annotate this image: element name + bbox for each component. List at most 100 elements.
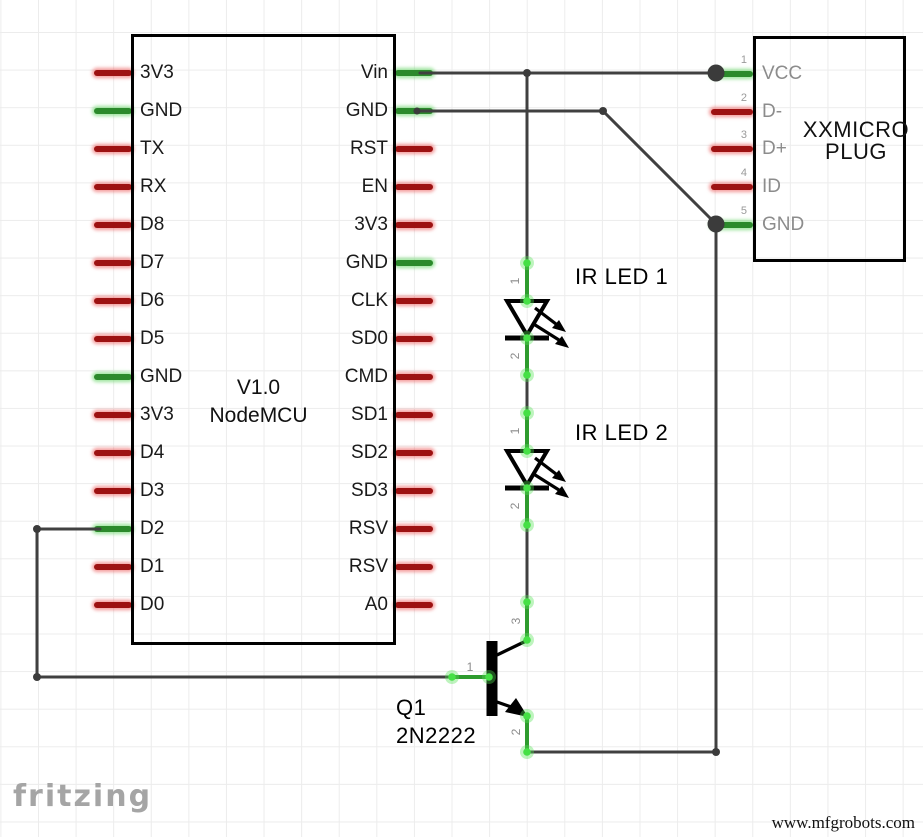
nodemcu-left-pin-d8-5[interactable]: [94, 222, 132, 228]
nodemcu-left-pin-d2-13[interactable]: [94, 526, 132, 532]
nodemcu-left-pin-d1-14[interactable]: [94, 564, 132, 570]
junction-dot-plug-gnd: [707, 215, 725, 233]
wire-gnd-diagonal[interactable]: [601, 109, 718, 226]
led2-arrowhead-1: [552, 470, 566, 482]
endpoint-dot-3: [523, 334, 531, 342]
nodemcu-left-pin-d0-15[interactable]: [94, 602, 132, 608]
plug-pin-label-dminus: D-: [762, 100, 783, 122]
nodemcu-left-pin-label-d3-12: D3: [140, 480, 165, 501]
led2-pin1-number: 1: [508, 427, 522, 434]
bend-dot-vin-drop: [523, 69, 531, 77]
nodemcu-right-pin-sd2-11[interactable]: [395, 450, 433, 456]
transistor-designator: Q1: [396, 695, 427, 720]
nodemcu-right-pin-label-cmd-9: CMD: [344, 366, 388, 387]
endpoint-dot-11: [448, 673, 456, 681]
site-credit: www.mfgrobots.com: [771, 813, 915, 832]
endpoint-dot-12: [485, 673, 493, 681]
led2-pin2-number: 2: [508, 502, 522, 509]
junction-dot-vcc: [707, 64, 725, 82]
nodemcu-left-pin-gnd-2[interactable]: [94, 108, 132, 114]
led2-label[interactable]: IR LED 2: [575, 420, 669, 445]
nodemcu-right-pin-rsv-13[interactable]: [395, 526, 433, 532]
wire-d2-to-base[interactable]: [35, 527, 454, 679]
nodemcu-left-pin-tx-3[interactable]: [94, 146, 132, 152]
nodemcu-right-pin-en-4[interactable]: [395, 184, 433, 190]
nodemcu-right-pin-a0-15[interactable]: [395, 602, 433, 608]
transistor-label[interactable]: Q1 2N2222: [396, 694, 476, 750]
nodemcu-right-pin-vin-1[interactable]: [395, 70, 433, 76]
wire-dots: [33, 64, 725, 756]
nodemcu-right-pin-label-a0-15: A0: [364, 594, 388, 615]
transistor-pin2-number: 2: [509, 728, 523, 735]
bend-dot-emitter: [712, 748, 720, 756]
led1-label[interactable]: IR LED 1: [575, 264, 669, 289]
nodemcu-right-pin-label-rsv-13: RSV: [348, 518, 388, 539]
transistor-emitter-arrowhead: [505, 698, 528, 717]
nodemcu-left-pin-3v3-1[interactable]: [94, 70, 132, 76]
plug-pin-id[interactable]: [711, 184, 753, 191]
plug-pin-number-vcc: 1: [740, 54, 747, 66]
plug-pin-label-gnd: GND: [762, 213, 805, 235]
nodemcu-right-pin-sd0-8[interactable]: [395, 336, 433, 342]
plug-pin-number-gnd: 5: [740, 204, 747, 217]
plug-pin-vcc[interactable]: [711, 71, 753, 77]
nodemcu-left-pin-d5-8[interactable]: [94, 336, 132, 342]
endpoint-dot-1: [523, 259, 531, 267]
nodemcu-right-pin-rsv-14[interactable]: [395, 564, 433, 570]
nodemcu-right-pin-rst-3[interactable]: [395, 146, 433, 152]
nodemcu-right-pin-3v3-5[interactable]: [395, 222, 433, 228]
led1-pin1-number: 1: [508, 277, 522, 284]
nodemcu-left-pin-rx-4[interactable]: [94, 184, 132, 190]
nodemcu-left-pin-d6-7[interactable]: [94, 298, 132, 304]
nodemcu-right-pin-label-sd2-11: SD2: [351, 442, 388, 463]
plug-title-line1: XXMICRO: [802, 117, 910, 142]
nodemcu-left-pin-label-d7-6: D7: [140, 252, 165, 273]
plug-pin-number-id: 4: [740, 167, 747, 180]
nodemcu-right-pin-cmd-9[interactable]: [395, 374, 433, 380]
endpoint-dot-2: [523, 297, 531, 305]
nodemcu-left-pin-label-d8-5: D8: [140, 214, 165, 235]
led2-emission-arrow-1: [534, 456, 557, 476]
nodemcu-left-pin-3v3-10[interactable]: [94, 412, 132, 418]
plug-pin-label-id: ID: [762, 176, 781, 198]
plug-pin-label-vcc: VCC: [762, 63, 803, 84]
wire-end-dot-gnd: [413, 107, 421, 115]
nodemcu-right-pin-label-3v3-5: 3V3: [354, 214, 388, 235]
nodemcu-left-pin-label-d1-14: D1: [140, 556, 165, 577]
endpoint-dot-14: [523, 748, 531, 756]
plug-pin-dplus[interactable]: [711, 146, 753, 153]
nodemcu-left-pin-label-d0-15: D0: [140, 594, 165, 615]
nodemcu-component[interactable]: [131, 34, 396, 645]
plug-pin-dminus[interactable]: [711, 108, 753, 115]
endpoint-dot-6: [523, 447, 531, 455]
nodemcu-right-pin-sd3-12[interactable]: [395, 488, 433, 494]
transistor-collector-line: [496, 639, 527, 657]
led1-arrowhead-2: [555, 336, 569, 348]
nodemcu-right-pin-label-vin-1: Vin: [360, 62, 388, 83]
nodemcu-right-pin-sd1-10[interactable]: [395, 412, 433, 418]
nodemcu-left-pin-label-gnd-2: GND: [140, 100, 183, 121]
transistor-part-number: 2N2222: [396, 723, 477, 748]
endpoint-dot-9: [523, 598, 531, 606]
green-pin-legs: [450, 261, 529, 754]
nodemcu-left-pin-label-d6-7: D6: [140, 290, 165, 311]
led1-emission-arrow-2: [531, 321, 560, 342]
nodemcu-right-pin-gnd-6[interactable]: [395, 260, 433, 266]
led1-symbol[interactable]: 1 2: [503, 277, 569, 359]
led2-symbol[interactable]: 1 2: [503, 427, 569, 509]
led1-arrowhead-1: [552, 320, 566, 332]
green-endpoints: [445, 256, 534, 759]
plug-pin-number-dplus: 3: [740, 129, 747, 142]
endpoint-dot-13: [523, 712, 531, 720]
nodemcu-left-pin-d7-6[interactable]: [94, 260, 132, 266]
nodemcu-left-pin-gnd-9[interactable]: [94, 374, 132, 380]
nodemcu-right-pin-clk-7[interactable]: [395, 298, 433, 304]
transistor-pin3-number: 3: [509, 617, 523, 624]
nodemcu-left-pin-d4-11[interactable]: [94, 450, 132, 456]
plug-component[interactable]: [753, 36, 906, 262]
nodemcu-right-pin-label-rsv-14: RSV: [348, 556, 388, 577]
nodemcu-left-pin-d3-12[interactable]: [94, 488, 132, 494]
plug-pin-gnd[interactable]: [711, 221, 753, 228]
